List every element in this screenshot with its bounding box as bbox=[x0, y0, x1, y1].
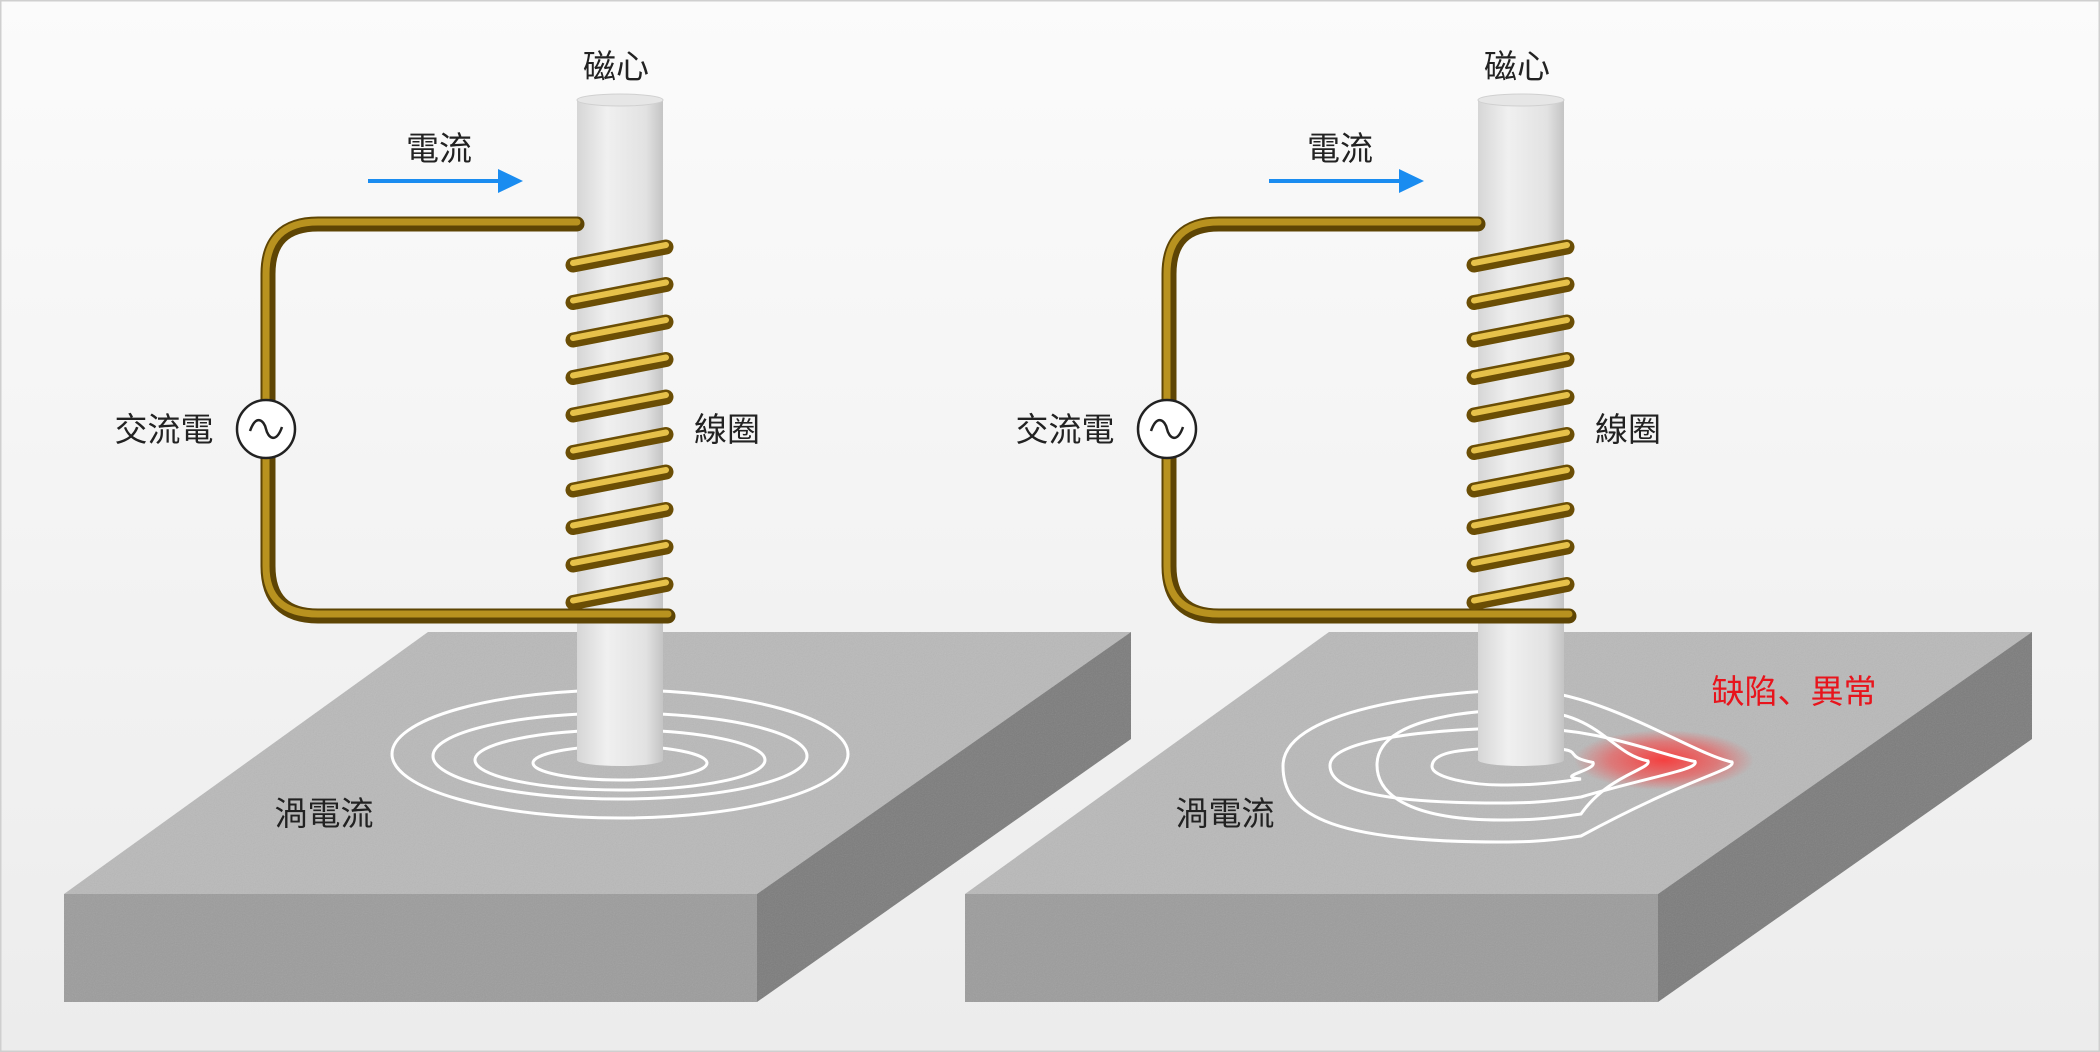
ac-source-icon bbox=[235, 398, 297, 460]
current-arrow-icon bbox=[1269, 169, 1424, 193]
eddy-ring-distorted bbox=[1375, 708, 1650, 822]
coil-label: 線圈 bbox=[694, 410, 760, 449]
slab-texture bbox=[965, 632, 2032, 1002]
current-label: 電流 bbox=[406, 129, 472, 168]
core-label: 磁心 bbox=[1484, 47, 1550, 86]
eddy-current-label: 渦電流 bbox=[1176, 794, 1275, 833]
current-label: 電流 bbox=[1307, 129, 1373, 168]
eddy-current-label: 渦電流 bbox=[275, 794, 374, 833]
coil bbox=[1466, 239, 1575, 610]
coil bbox=[565, 239, 674, 610]
eddy-ring-distorted bbox=[1281, 688, 1734, 844]
ac-source-icon bbox=[1136, 398, 1198, 460]
ac-label: 交流電 bbox=[115, 410, 214, 449]
ac-label: 交流電 bbox=[1016, 410, 1115, 449]
coil-label: 線圈 bbox=[1595, 410, 1661, 449]
current-arrow-icon bbox=[368, 169, 523, 193]
core-label: 磁心 bbox=[583, 47, 649, 86]
defect-label: 缺陷、異常 bbox=[1712, 672, 1877, 711]
eddy-ring-distorted bbox=[1328, 726, 1697, 805]
metal-slab bbox=[965, 632, 2032, 1002]
eddy-current-rings bbox=[1281, 688, 1754, 844]
